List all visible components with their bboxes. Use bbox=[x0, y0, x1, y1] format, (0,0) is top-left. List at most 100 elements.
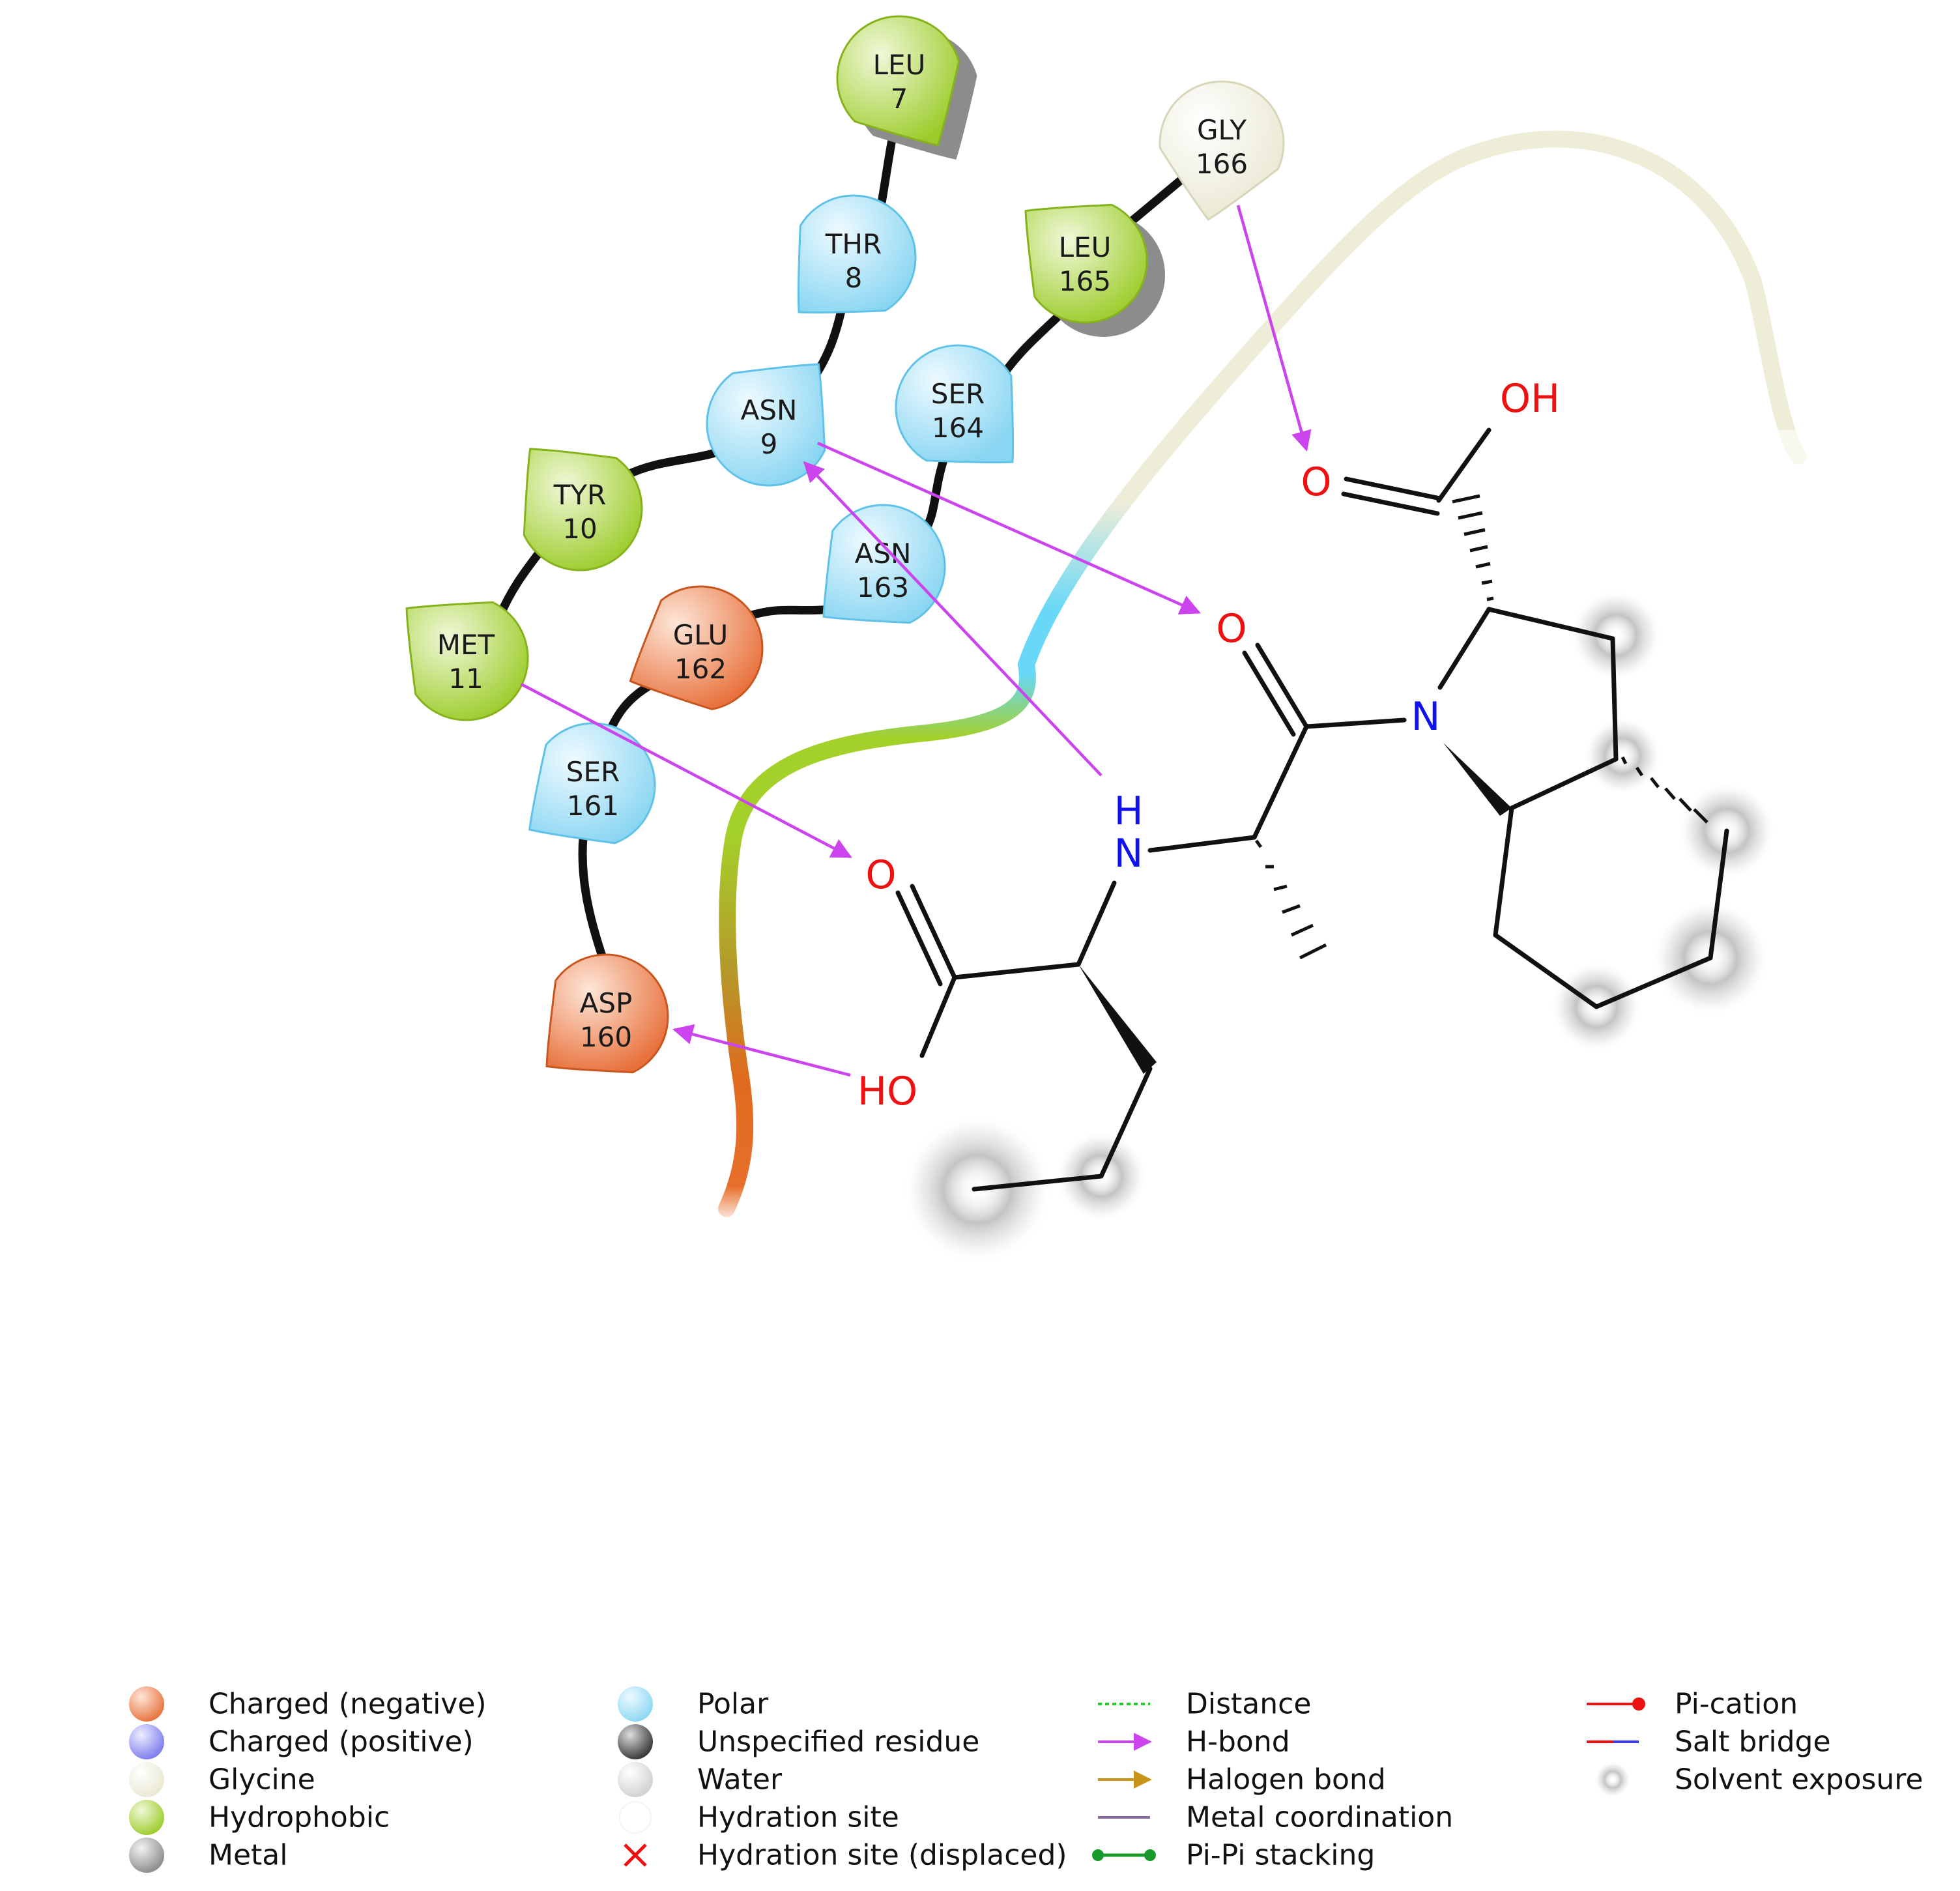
bond-ca-c bbox=[1486, 607, 1615, 641]
residue-shape-negative bbox=[545, 953, 669, 1074]
legend-label: Pi-Pi stacking bbox=[1186, 1839, 1375, 1872]
legend-label: Solvent exposure bbox=[1675, 1763, 1924, 1797]
residue-name: ASP bbox=[580, 987, 633, 1019]
legend-item-distance: Distance bbox=[1098, 1688, 1311, 1721]
residue-shape-glycine bbox=[1159, 80, 1285, 221]
bond-carbonyl-o-a bbox=[1255, 642, 1309, 729]
residue-shape-hydrophobic bbox=[523, 448, 643, 571]
atom-label: O bbox=[865, 852, 896, 898]
legend-label: Metal coordination bbox=[1186, 1801, 1453, 1834]
bond-six-4 bbox=[1708, 828, 1729, 960]
legend-label: Charged (negative) bbox=[209, 1688, 487, 1721]
bond-calpha2-cooh bbox=[952, 962, 1081, 980]
legend-item-solvent: Solvent exposure bbox=[1594, 1761, 1924, 1798]
residue-number: 164 bbox=[932, 412, 984, 444]
legend-label: Halogen bond bbox=[1186, 1763, 1386, 1797]
hbond-arrows bbox=[520, 205, 1312, 1077]
residue-number: 11 bbox=[448, 663, 483, 695]
ligand-wedges bbox=[1078, 743, 1512, 1074]
atom-n-ring: N bbox=[1411, 694, 1441, 740]
legend-item-saltbridge: Salt bridge bbox=[1587, 1725, 1831, 1759]
pocket-fade-end bbox=[704, 1186, 756, 1225]
residue-number: 166 bbox=[1196, 148, 1248, 180]
atom-label: HO bbox=[857, 1069, 917, 1114]
polar-swatch-icon bbox=[618, 1686, 653, 1722]
legend-label: Distance bbox=[1186, 1688, 1311, 1721]
legend-item-negative: Charged (negative) bbox=[129, 1686, 487, 1722]
hbond-ho-asp160 bbox=[672, 1024, 851, 1077]
bond-ca-n bbox=[1437, 607, 1492, 690]
residue-number: 163 bbox=[857, 571, 909, 603]
bond-ring-c-c bbox=[1610, 636, 1619, 762]
backbone-ser161-asp160 bbox=[578, 833, 607, 962]
pocket-outline bbox=[718, 130, 1807, 1217]
residue-shape-hydrophobic bbox=[405, 601, 529, 721]
bond-cooh-bottom-ho bbox=[919, 975, 957, 1058]
legend-label: Hydration site (displaced) bbox=[697, 1839, 1067, 1872]
legend-label: Hydrophobic bbox=[209, 1801, 390, 1834]
legend-label: H-bond bbox=[1186, 1725, 1290, 1759]
residue-shape-hydrophobic bbox=[1024, 203, 1148, 324]
legend-item-glycine: Glycine bbox=[129, 1762, 315, 1797]
legend-item-positive: Charged (positive) bbox=[129, 1724, 474, 1759]
wedge-n-junction bbox=[1443, 743, 1512, 816]
bond-carbonyl-calpha bbox=[1252, 724, 1309, 840]
hydrophobic-swatch-icon bbox=[129, 1800, 164, 1835]
bond-propyl-2 bbox=[972, 1174, 1104, 1192]
hbond-asn9-o bbox=[817, 441, 1201, 614]
residue-number: 7 bbox=[891, 83, 908, 115]
legend-item-hydration-displaced: Hydration site (displaced) bbox=[624, 1839, 1067, 1872]
atom-h-amine: H bbox=[1114, 788, 1143, 834]
bond-carbonyl-o-b bbox=[1242, 650, 1296, 737]
backbone-gly166-leu165 bbox=[1123, 171, 1190, 229]
bond-propyl-1 bbox=[1099, 1066, 1153, 1179]
residue-shape-polar bbox=[797, 194, 917, 314]
bond-cooh-bottom-double-a bbox=[910, 884, 957, 980]
atom-o-cooh-top: O bbox=[1301, 459, 1331, 505]
legend-item-halogen: Halogen bond bbox=[1098, 1763, 1386, 1797]
hbond-h-asn9 bbox=[803, 461, 1102, 777]
ligand-hashes bbox=[1254, 494, 1708, 960]
atom-n-amine: N bbox=[1114, 831, 1144, 876]
bond-cooh-top-double-b bbox=[1341, 491, 1440, 516]
residue-name: SER bbox=[931, 378, 985, 410]
bond-six-1 bbox=[1493, 805, 1514, 938]
hbond-gly166-o bbox=[1236, 205, 1312, 452]
residue-shape-polar bbox=[706, 363, 826, 487]
residue-number: 10 bbox=[562, 513, 597, 545]
water-swatch-icon bbox=[618, 1762, 653, 1797]
residue-number: 165 bbox=[1059, 265, 1111, 297]
solvent-halo-ring-top bbox=[1570, 590, 1662, 681]
pipi-dot-icon bbox=[1144, 1849, 1156, 1861]
legend-item-metal: Metal bbox=[129, 1838, 287, 1873]
negative-swatch-icon bbox=[129, 1686, 164, 1722]
atom-label: OH bbox=[1500, 376, 1560, 422]
legend-label: Salt bridge bbox=[1675, 1725, 1831, 1759]
legend-item-pipi: Pi-Pi stacking bbox=[1092, 1839, 1375, 1872]
legend-item-water: Water bbox=[618, 1762, 783, 1797]
pipi-dot-icon bbox=[1092, 1849, 1104, 1861]
atom-label: N bbox=[1411, 694, 1441, 740]
ligand-bonds bbox=[895, 427, 1729, 1192]
legend: Charged (negative)Charged (positive)Glyc… bbox=[129, 1686, 1924, 1873]
bond-cooh-top-oh bbox=[1436, 427, 1492, 503]
legend-label: Metal bbox=[209, 1839, 287, 1872]
hydration-site-icon bbox=[619, 1801, 652, 1834]
metal-swatch-icon bbox=[129, 1838, 164, 1873]
atom-label: H bbox=[1114, 788, 1143, 834]
bond-cooh-top-double-a bbox=[1344, 476, 1443, 501]
legend-item-polar: Polar bbox=[618, 1686, 769, 1722]
atom-label: O bbox=[1301, 459, 1331, 505]
atom-o-amide: O bbox=[1216, 606, 1247, 652]
bond-six-2 bbox=[1493, 932, 1599, 1009]
wedge-calpha2-propyl bbox=[1078, 964, 1157, 1074]
